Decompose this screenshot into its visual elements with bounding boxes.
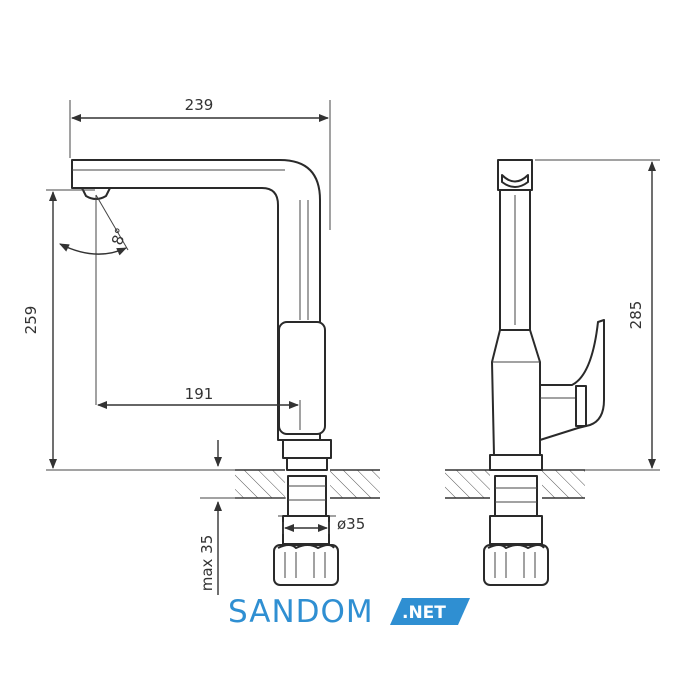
- logo-net-badge: [390, 598, 470, 625]
- front-view: 239 259 8° 191 max 35: [22, 96, 380, 595]
- dimension-total-width: 239: [69, 96, 331, 230]
- side-view: 285: [445, 159, 660, 586]
- brand-logo: SANDOM .NET: [228, 594, 470, 630]
- dimension-total-height: 285: [535, 159, 660, 471]
- spout-reach-label: 191: [185, 385, 214, 403]
- dimension-swivel-angle: 8°: [59, 194, 130, 405]
- total-height-label: 285: [627, 301, 645, 330]
- max-thickness-label: max 35: [198, 535, 216, 592]
- dimension-spout-reach: 191: [97, 385, 301, 430]
- faucet-body-side: [483, 159, 605, 586]
- faucet-body-front: [71, 159, 339, 586]
- total-width-label: 239: [185, 96, 214, 114]
- logo-brand-text: SANDOM: [228, 594, 374, 630]
- dimension-spout-height: 259: [22, 189, 235, 471]
- dimension-pipe-diameter: ø35: [282, 515, 365, 534]
- pipe-diameter-label: ø35: [337, 515, 365, 533]
- spout-height-label: 259: [22, 306, 40, 335]
- dimension-max-thickness: max 35: [198, 440, 286, 595]
- logo-net-text: .NET: [402, 603, 446, 623]
- swivel-angle-label: 8°: [108, 226, 130, 248]
